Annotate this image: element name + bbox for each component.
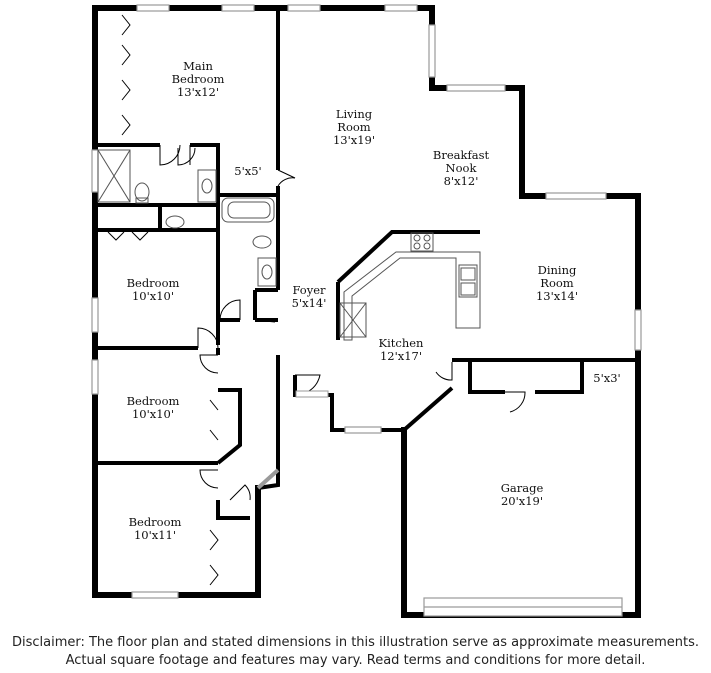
cooktop	[410, 232, 434, 252]
room-name: Room	[337, 120, 371, 134]
room-name: Garage	[501, 481, 544, 495]
vanity-2	[257, 257, 277, 287]
room-dimensions: 13'x12'	[177, 85, 219, 99]
interior-walls	[95, 10, 638, 520]
room-name: Nook	[446, 161, 478, 175]
room-dimensions: 5'x3'	[593, 371, 620, 385]
room-name: Kitchen	[379, 336, 425, 350]
windows	[91, 4, 642, 617]
disclaimer-line-2: Actual square footage and features may v…	[65, 653, 646, 668]
room-name: Bedroom	[172, 72, 225, 86]
shower	[97, 149, 131, 203]
disclaimer-line-1: Disclaimer: The floor plan and stated di…	[11, 635, 700, 650]
pantry	[339, 302, 367, 338]
room-name: Living	[336, 107, 373, 121]
label-closet-main: 5'x5'	[234, 164, 261, 178]
room-dimensions: 5'x14'	[292, 296, 327, 310]
room-name: Bedroom	[127, 394, 180, 408]
toilet	[134, 182, 150, 202]
room-dimensions: 10'x11'	[134, 528, 176, 542]
room-dimensions: 10'x10'	[132, 407, 174, 421]
room-name: Room	[540, 276, 574, 290]
vanity	[197, 169, 217, 203]
kitchen-sink	[458, 264, 478, 298]
room-dimensions: 20'x19'	[501, 494, 543, 508]
kitchen-counter	[343, 251, 481, 341]
room-dimensions: 13'x19'	[333, 133, 375, 147]
doors	[107, 14, 526, 586]
room-dimensions: 13'x14'	[536, 289, 578, 303]
room-dimensions: 8'x12'	[444, 174, 479, 188]
room-name: Bedroom	[127, 276, 180, 290]
room-name: Main	[183, 59, 213, 73]
label-laundry: 5'x3'	[593, 371, 620, 385]
bathtub	[221, 197, 275, 223]
room-dimensions: 10'x10'	[132, 289, 174, 303]
room-dimensions: 5'x5'	[234, 164, 261, 178]
room-name: Bedroom	[129, 515, 182, 529]
room-name: Foyer	[292, 283, 326, 297]
room-dimensions: 12'x17'	[380, 349, 422, 363]
room-name: Breakfast	[433, 148, 490, 162]
room-name: Dining	[538, 263, 577, 277]
fixtures	[97, 149, 481, 341]
